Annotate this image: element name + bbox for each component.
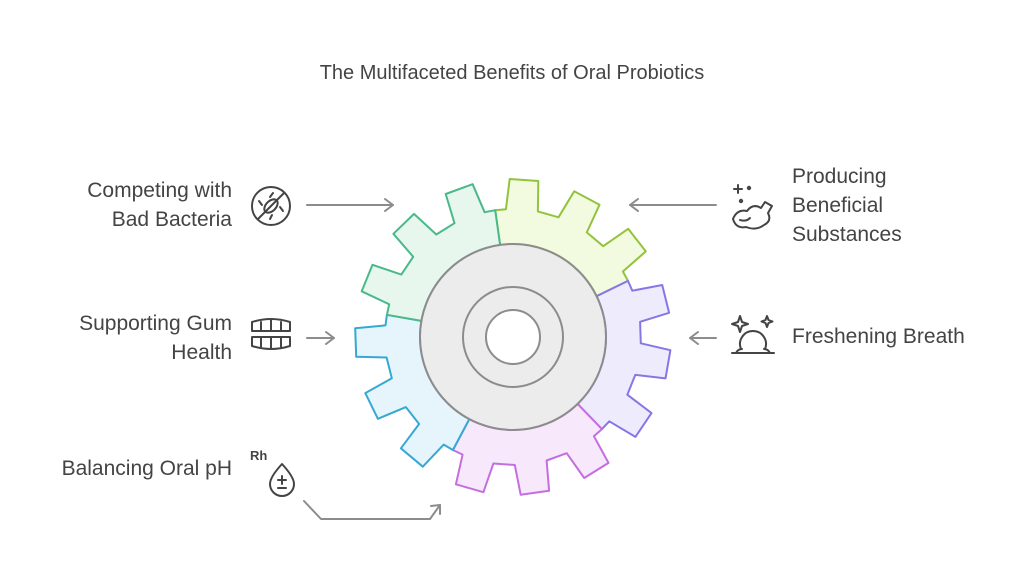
label-freshening-breath: Freshening Breath bbox=[792, 325, 965, 348]
teeth-icon bbox=[251, 318, 291, 350]
ph-rh-glyph: Rh bbox=[250, 448, 267, 463]
no-bacteria-icon bbox=[251, 186, 291, 226]
arrow-producing bbox=[629, 198, 717, 212]
hub-outer-ring bbox=[462, 286, 564, 388]
arrow-gum bbox=[306, 331, 335, 345]
ph-drop-icon bbox=[269, 463, 295, 497]
arrow-competing bbox=[306, 198, 394, 212]
label-producing-beneficial-substances: Producing Beneficial Substances bbox=[792, 165, 902, 246]
diagram-title: The Multifaceted Benefits of Oral Probio… bbox=[319, 62, 705, 84]
label-balancing-oral-ph: Balancing Oral pH bbox=[61, 457, 232, 480]
arrow-ph bbox=[303, 500, 441, 520]
sparkle-spray-icon bbox=[732, 184, 773, 230]
hub-inner-ring bbox=[485, 309, 541, 365]
label-supporting-gum-health: Supporting Gum Health bbox=[79, 312, 232, 364]
arrow-breath bbox=[689, 331, 717, 345]
sparkle-breath-icon bbox=[731, 315, 775, 354]
label-competing-bad-bacteria: Competing with Bad Bacteria bbox=[87, 179, 232, 231]
